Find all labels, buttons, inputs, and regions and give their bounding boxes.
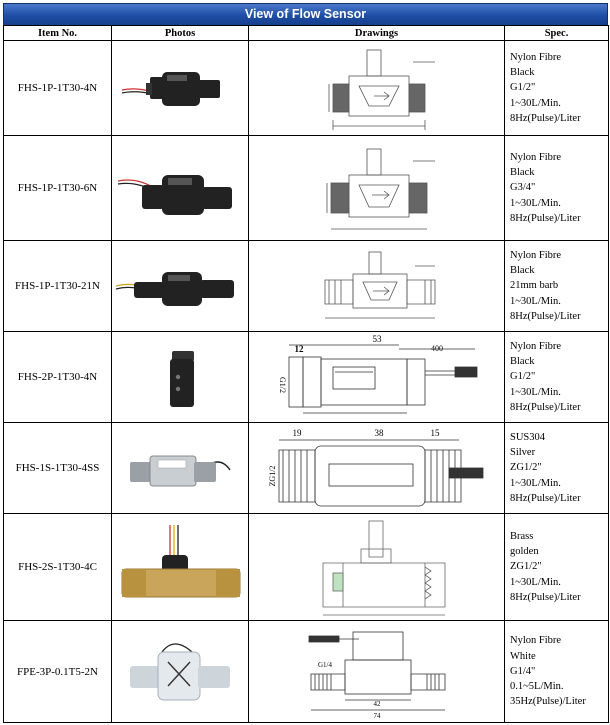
spec-pulse-rate: 8Hz(Pulse)/Liter [510, 112, 581, 124]
item-number: FHS-1S-1T30-4SS [3, 422, 112, 514]
table-title: View of Flow Sensor [3, 3, 608, 26]
spec-pulse-rate: 35Hz(Pulse)/Liter [510, 696, 586, 708]
spec-flow-range: 1~30L/Min. [510, 197, 561, 209]
dimension-label: 74 [374, 712, 382, 720]
spec-material: SUS304 [510, 431, 546, 443]
dimension-label: 38 [375, 428, 385, 438]
spec-list: Brass golden ZG1/2" 1~30L/Min. 8Hz(Pulse… [504, 513, 609, 621]
dimension-label: 15 [431, 428, 441, 438]
spec-flow-range: 1~30L/Min. [510, 97, 561, 109]
technical-drawing [248, 240, 505, 332]
spec-pulse-rate: 8Hz(Pulse)/Liter [510, 212, 581, 224]
spec-material: Nylon Fibre [510, 340, 562, 352]
spec-material: Nylon Fibre [510, 51, 562, 63]
spec-thread: G1/2" [510, 82, 536, 94]
item-number: FPE-3P-0.1T5-2N [3, 620, 112, 723]
table-row: FHS-1S-1T30-4SS 19 38 15 ZG1/2 [3, 422, 609, 514]
product-photo [111, 422, 249, 514]
dimension-label: 53 [373, 334, 383, 344]
dimension-label: 400 [431, 344, 443, 353]
spec-pulse-rate: 8Hz(Pulse)/Liter [510, 310, 581, 322]
technical-drawing: 53 400 12 G1/2 [248, 331, 505, 423]
item-number: FHS-1P-1T30-4N [3, 40, 112, 136]
technical-drawing [248, 40, 505, 136]
header-spec: Spec. [504, 25, 609, 41]
table-row: FHS-2P-1T30-4N 53 400 12 G1/2 [3, 331, 609, 423]
product-photo [111, 620, 249, 723]
spec-flow-range: 0.1~5L/Min. [510, 681, 564, 693]
spec-color: Black [510, 67, 535, 79]
table-row: FHS-1P-1T30-4N [3, 40, 609, 136]
spec-flow-range: 1~30L/Min. [510, 295, 561, 307]
spec-color: Silver [510, 447, 536, 459]
dimension-label: 19 [293, 428, 303, 438]
technical-drawing: G1/4 42 74 [248, 620, 505, 723]
spec-thread: ZG1/2" [510, 462, 542, 474]
dimension-label: 42 [374, 700, 382, 708]
header-item-no: Item No. [3, 25, 112, 41]
item-number: FHS-2P-1T30-4N [3, 331, 112, 423]
spec-thread: 21mm barb [510, 280, 559, 292]
table-row: FHS-1P-1T30-21N [3, 240, 609, 332]
header-drawings: Drawings [248, 25, 505, 41]
header-photos: Photos [111, 25, 249, 41]
technical-drawing [248, 135, 505, 241]
spec-thread: G1/4" [510, 665, 536, 677]
spec-material: Nylon Fibre [510, 151, 562, 163]
spec-pulse-rate: 8Hz(Pulse)/Liter [510, 591, 581, 603]
spec-list: Nylon Fibre Black G3/4" 1~30L/Min. 8Hz(P… [504, 135, 609, 241]
dimension-label: 12 [295, 344, 305, 354]
spec-pulse-rate: 8Hz(Pulse)/Liter [510, 401, 581, 413]
dimension-label: ZG1/2 [268, 465, 277, 486]
table-row: FHS-2S-1T30-4C [3, 513, 609, 621]
technical-drawing: 19 38 15 ZG1/2 [248, 422, 505, 514]
product-photo [111, 331, 249, 423]
spec-color: Black [510, 167, 535, 179]
dimension-label: G1/2 [278, 377, 287, 393]
spec-thread: G1/2" [510, 371, 536, 383]
spec-thread: G3/4" [510, 182, 536, 194]
item-number: FHS-1P-1T30-21N [3, 240, 112, 332]
product-photo [111, 135, 249, 241]
spec-material: Nylon Fibre [510, 635, 562, 647]
item-number: FHS-2S-1T30-4C [3, 513, 112, 621]
spec-list: Nylon Fibre Black G1/2" 1~30L/Min. 8Hz(P… [504, 331, 609, 423]
spec-material: Brass [510, 530, 534, 542]
product-photo [111, 240, 249, 332]
spec-flow-range: 1~30L/Min. [510, 576, 561, 588]
spec-color: Black [510, 356, 535, 368]
technical-drawing [248, 513, 505, 621]
spec-color: golden [510, 546, 539, 558]
spec-flow-range: 1~30L/Min. [510, 386, 561, 398]
spec-pulse-rate: 8Hz(Pulse)/Liter [510, 492, 581, 504]
spec-list: Nylon Fibre Black G1/2" 1~30L/Min. 8Hz(P… [504, 40, 609, 136]
spec-flow-range: 1~30L/Min. [510, 477, 561, 489]
product-photo [111, 513, 249, 621]
item-number: FHS-1P-1T30-6N [3, 135, 112, 241]
spec-color: White [510, 650, 536, 662]
dimension-label: G1/4 [318, 661, 333, 669]
product-photo [111, 40, 249, 136]
spec-list: Nylon Fibre White G1/4" 0.1~5L/Min. 35Hz… [504, 620, 609, 723]
header-row: Item No. Photos Drawings Spec. [3, 25, 609, 41]
spec-material: Nylon Fibre [510, 249, 562, 261]
table-row: FPE-3P-0.1T5-2N G1/4 42 74 [3, 620, 609, 723]
spec-list: SUS304 Silver ZG1/2" 1~30L/Min. 8Hz(Puls… [504, 422, 609, 514]
flow-sensor-table: Item No. Photos Drawings Spec. FHS-1P-1T… [3, 25, 609, 723]
spec-thread: ZG1/2" [510, 561, 542, 573]
spec-list: Nylon Fibre Black 21mm barb 1~30L/Min. 8… [504, 240, 609, 332]
table-row: FHS-1P-1T30-6N [3, 135, 609, 241]
spec-color: Black [510, 265, 535, 277]
